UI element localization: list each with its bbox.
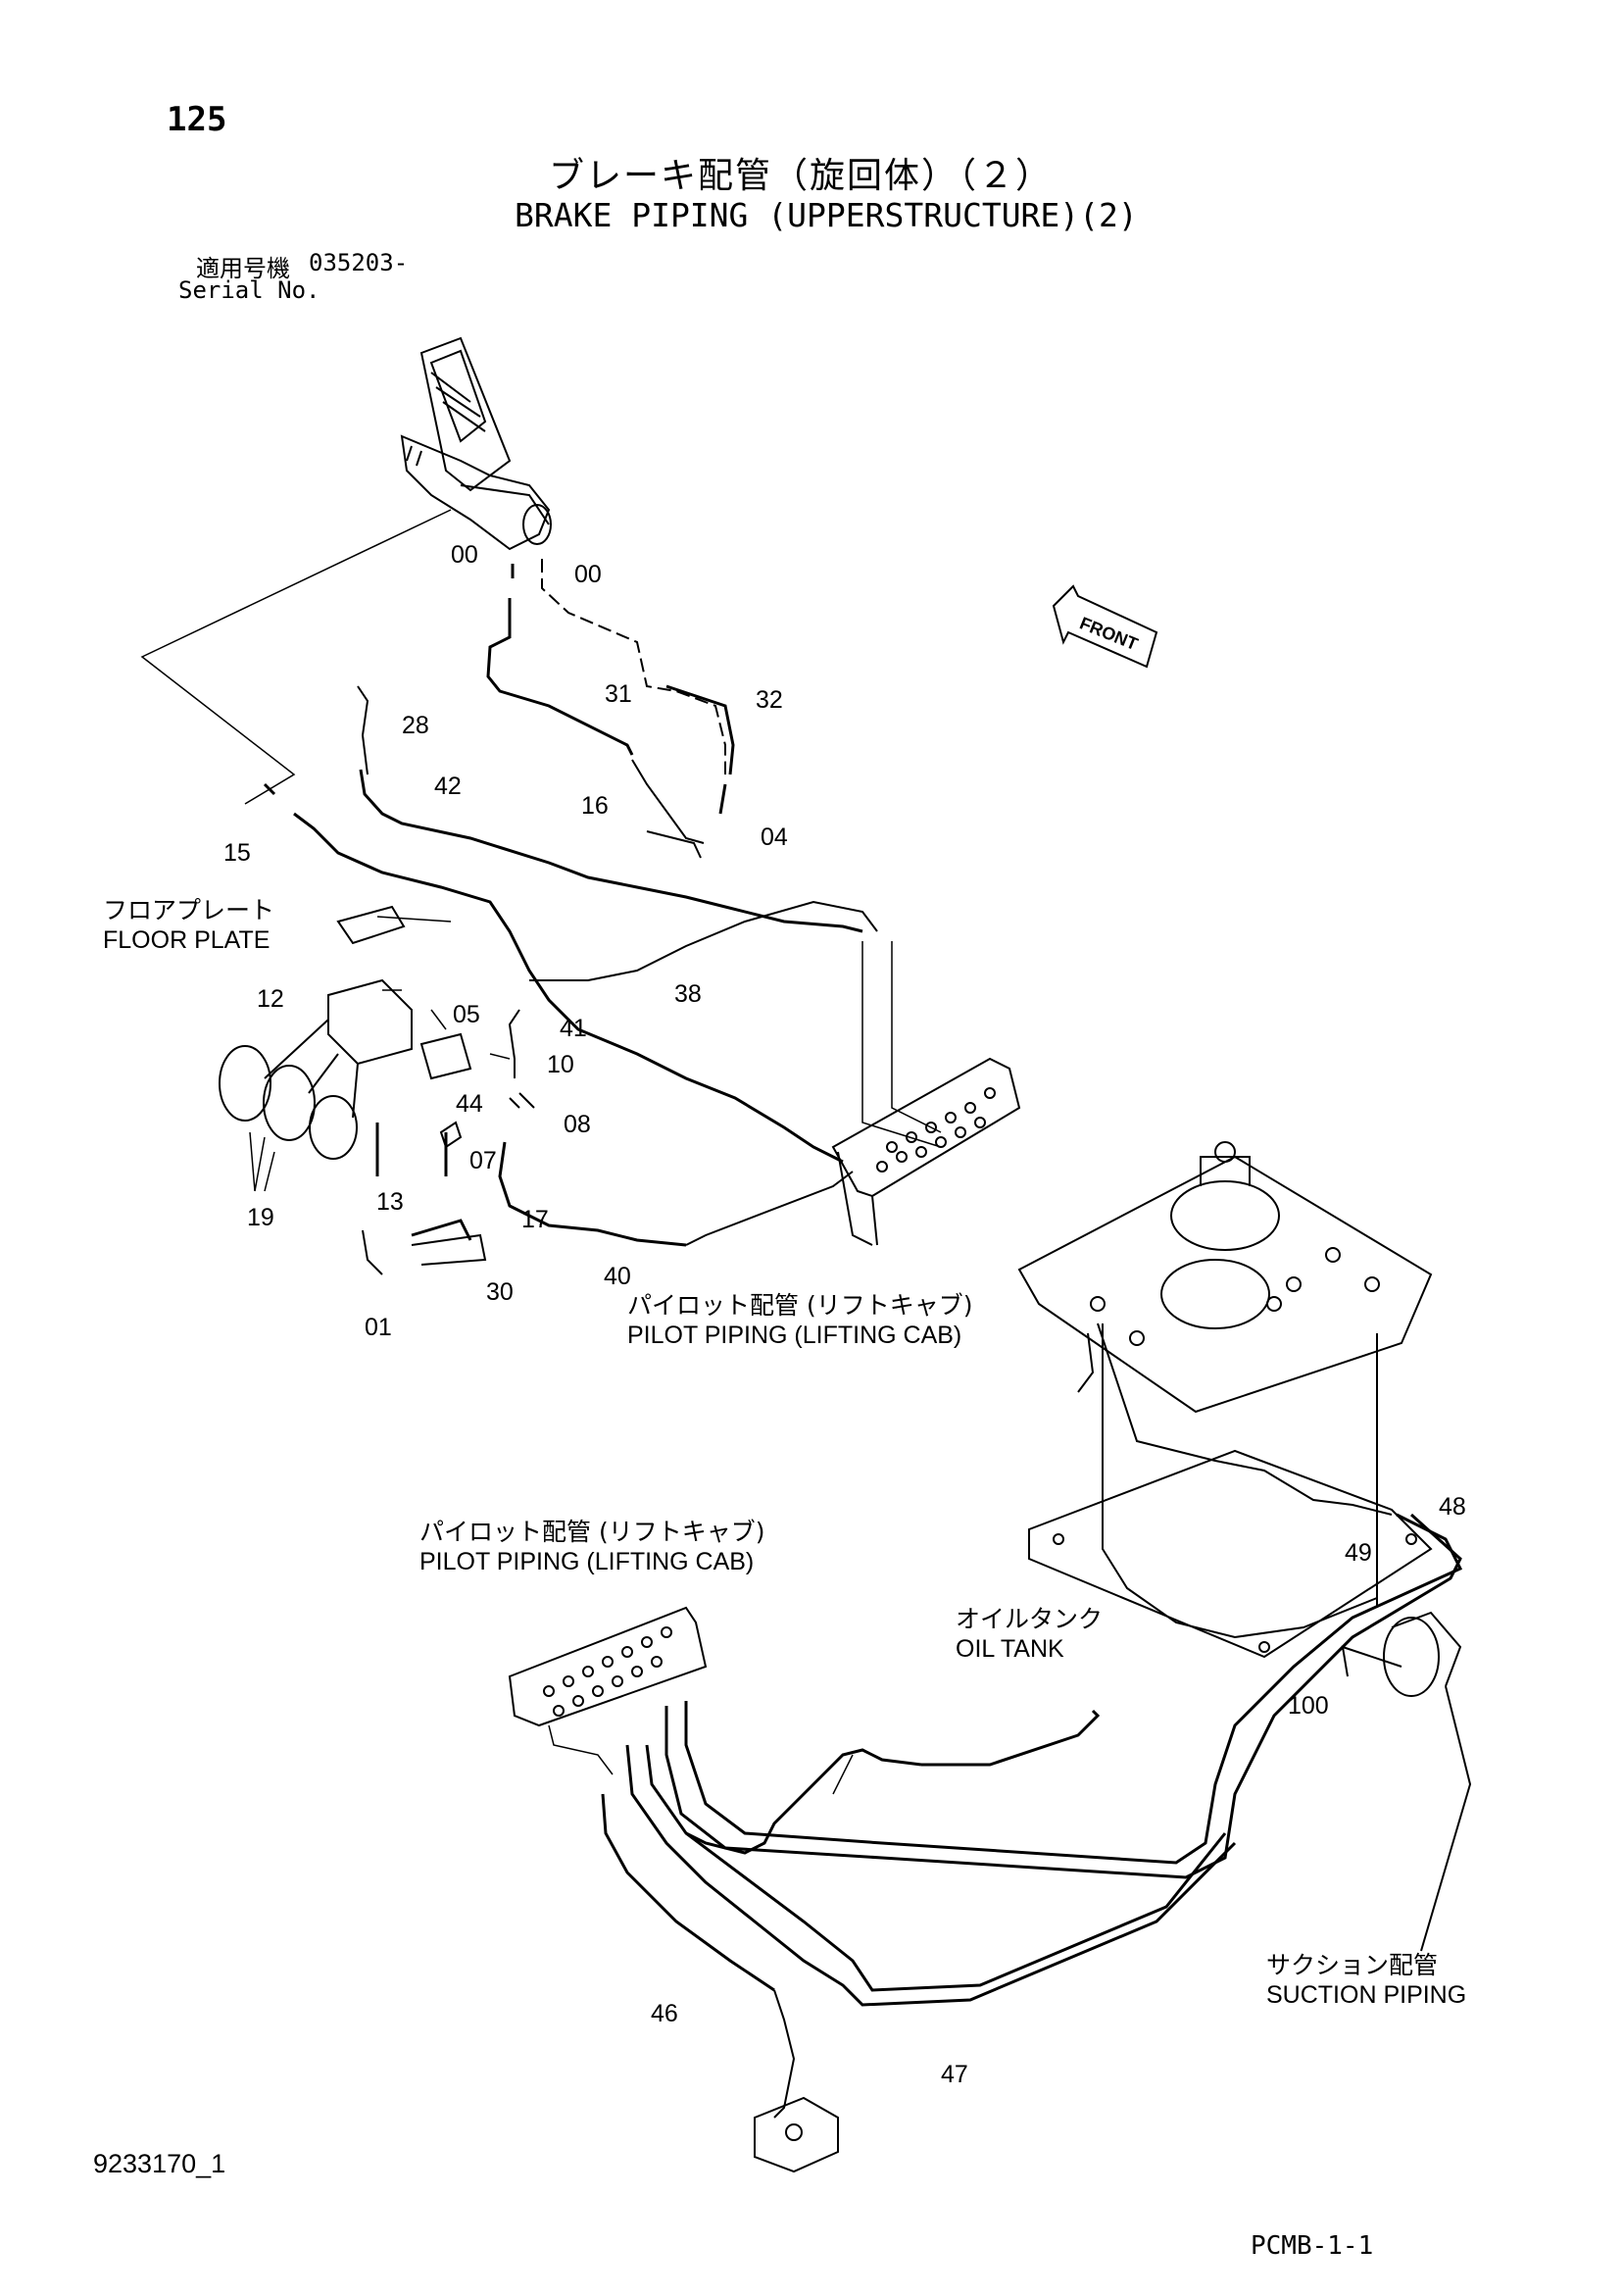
pilot-valve-block-lower [508,1606,708,1727]
callout-38: 38 [674,980,702,1008]
callout-17: 17 [521,1206,549,1233]
suction-pipe-assembly [1341,1611,1472,1952]
callout-10: 10 [547,1051,574,1078]
callout-00-left: 00 [451,541,478,569]
callout-12: 12 [257,985,284,1013]
oil-tank-label-en: OIL TANK [956,1635,1064,1663]
section-code: PCMB-1-1 [1251,2231,1374,2261]
document-id: 9233170_1 [93,2149,226,2178]
page-title-jp: ブレーキ配管（旋回体）（２） [549,156,1054,196]
callout-100: 100 [1288,1692,1329,1720]
pilot-piping-1-label-jp: パイロット配管 (リフトキャブ) [627,1291,972,1320]
callout-48: 48 [1439,1493,1466,1521]
serial-value: 035203- [309,249,409,276]
callout-15: 15 [223,839,251,867]
oil-tank [1017,1141,1433,1659]
pilot-piping-2-label-en: PILOT PIPING (LIFTING CAB) [419,1548,754,1575]
callout-32: 32 [756,686,783,714]
front-arrow-icon [1052,584,1158,669]
callout-01: 01 [365,1314,392,1341]
pilot-valve-block-upper [831,1057,1021,1246]
callout-04: 04 [761,824,788,851]
callout-40: 40 [604,1263,631,1290]
page-number: 125 [167,100,227,139]
callout-47: 47 [941,2061,968,2088]
callout-05: 05 [453,1001,480,1028]
floor-plate-label-jp: フロアプレート [103,896,274,924]
floor-plate-parts [219,905,535,1275]
callout-16: 16 [581,792,609,820]
serial-label-en: Serial No. [178,276,320,304]
serial-label-jp: 適用号機 [196,255,290,282]
callout-42: 42 [434,773,462,800]
brake-pedal-assembly [400,336,552,551]
callout-30: 30 [486,1278,514,1306]
page-title-en: BRAKE PIPING (UPPERSTRUCTURE)(2) [515,196,1138,234]
floor-plate-label-en: FLOOR PLATE [103,926,270,954]
suction-piping-label-en: SUCTION PIPING [1266,1981,1466,2009]
pilot-piping-2-label-jp: パイロット配管 (リフトキャブ) [419,1518,764,1546]
suction-piping-label-jp: サクション配管 [1266,1951,1438,1979]
callout-44: 44 [456,1090,483,1118]
callout-19: 19 [247,1204,274,1231]
oil-tank-label-jp: オイルタンク [956,1605,1103,1633]
callout-49: 49 [1345,1539,1372,1567]
front-label: FRONT [1077,613,1141,654]
brake-valve-bottom [754,2096,839,2173]
callout-13: 13 [376,1188,404,1216]
callout-08: 08 [564,1111,591,1138]
callout-31: 31 [605,680,632,708]
callout-28: 28 [402,712,429,739]
callout-46: 46 [651,2000,678,2027]
callout-00-right: 00 [574,561,602,588]
pilot-piping-1-label-en: PILOT PIPING (LIFTING CAB) [627,1322,961,1349]
callout-07: 07 [469,1147,497,1174]
callout-41: 41 [560,1015,587,1042]
